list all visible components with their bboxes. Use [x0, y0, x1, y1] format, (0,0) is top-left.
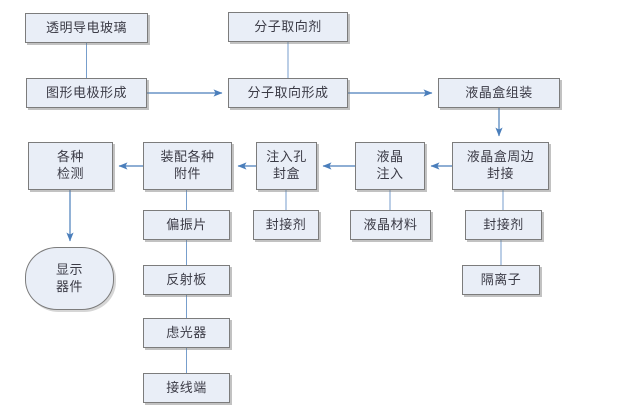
flow-node-label: 液晶 注入	[376, 150, 404, 182]
flow-node-label: 分子取向剂	[254, 19, 322, 35]
flow-node-label: 液晶盒周边 封接	[466, 150, 535, 182]
flow-node-n17[interactable]: 隔离子	[462, 265, 540, 295]
flow-node-n9[interactable]: 液晶 注入	[355, 142, 425, 190]
flow-node-n13[interactable]: 封接剂	[253, 210, 319, 240]
flow-node-label: 反射板	[166, 272, 207, 288]
flow-node-label: 封接剂	[265, 217, 307, 233]
flow-node-n4[interactable]: 分子取向形成	[228, 78, 348, 108]
flow-node-n1[interactable]: 透明导电玻璃	[25, 13, 148, 43]
flow-node-n3[interactable]: 图形电极形成	[26, 78, 147, 108]
flow-node-label: 图形电极形成	[45, 85, 127, 101]
flow-node-n5[interactable]: 液晶盒组装	[438, 78, 560, 108]
flow-node-label: 隔离子	[480, 272, 522, 288]
flow-node-label: 装配各种 附件	[160, 150, 215, 182]
flow-node-n19[interactable]: 接线端	[143, 373, 230, 403]
flow-node-n7[interactable]: 装配各种 附件	[143, 142, 232, 190]
flow-node-label: 注入孔 封盒	[266, 150, 307, 182]
flow-node-n2[interactable]: 分子取向剂	[228, 12, 348, 42]
flow-node-label: 透明导电玻璃	[45, 20, 127, 36]
flow-node-n8[interactable]: 注入孔 封盒	[256, 142, 317, 190]
flow-node-n6[interactable]: 各种 检测	[28, 142, 113, 190]
flow-node-n12[interactable]: 偏振片	[143, 210, 230, 240]
flow-node-label: 各种 检测	[56, 150, 84, 182]
flow-node-n16[interactable]: 反射板	[143, 265, 230, 295]
flow-node-label: 虑光器	[166, 325, 207, 341]
flow-node-n14[interactable]: 液晶材料	[350, 210, 431, 240]
flow-node-label: 显示 器件	[55, 262, 83, 295]
flow-node-label: 封接剂	[483, 217, 524, 233]
flow-node-n15[interactable]: 封接剂	[465, 210, 542, 240]
flow-node-label: 分子取向形成	[247, 85, 329, 101]
flow-node-label: 接线端	[166, 380, 207, 396]
flow-node-n18[interactable]: 虑光器	[143, 318, 230, 348]
flow-node-label: 偏振片	[166, 217, 207, 233]
flow-node-label: 液晶盒组装	[465, 85, 533, 101]
flow-node-label: 液晶材料	[363, 217, 418, 233]
flow-node-n10[interactable]: 液晶盒周边 封接	[452, 142, 549, 190]
flow-node-n11[interactable]: 显示 器件	[25, 247, 114, 310]
